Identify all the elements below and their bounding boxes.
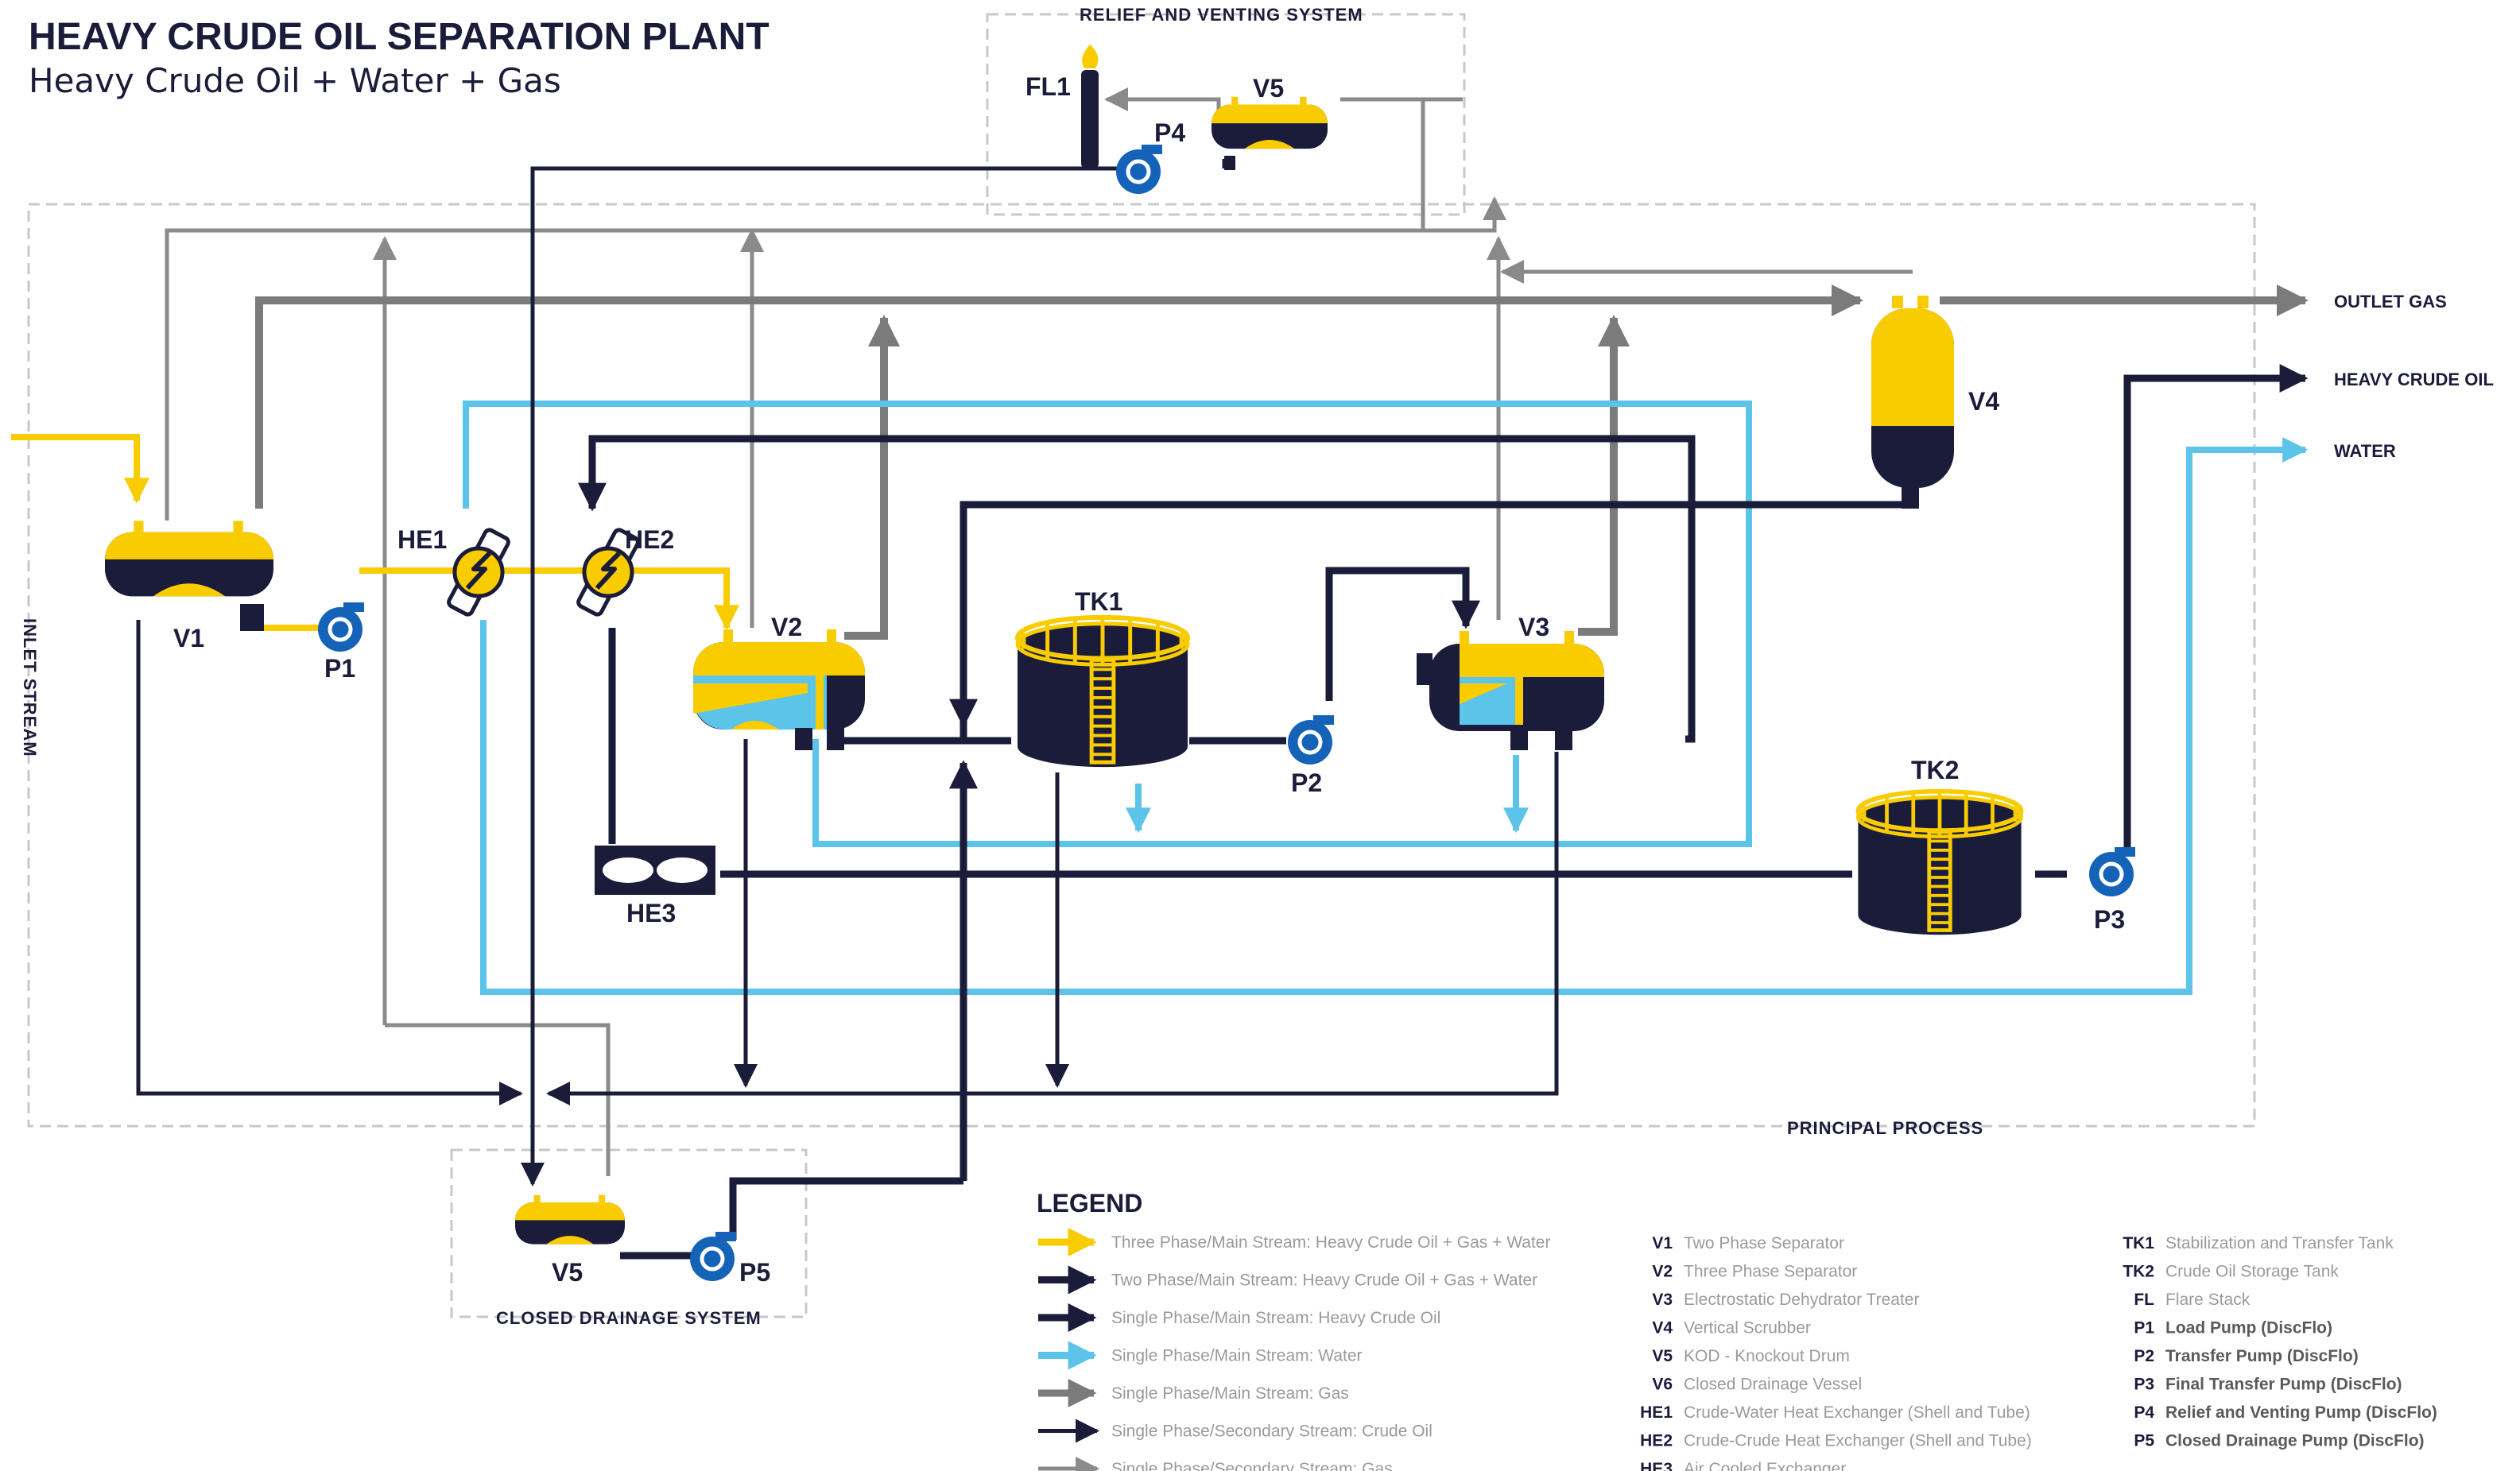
legend-equipment-name: Closed Drainage Vessel: [1684, 1376, 1862, 1394]
legend-equipment-name: Flare Stack: [2165, 1291, 2251, 1309]
he1-label: HE1: [397, 525, 447, 554]
legend-equipment-code: HE3: [1640, 1460, 1673, 1471]
v4-label: V4: [1968, 387, 1999, 416]
legend-equipment-code: V3: [1652, 1291, 1673, 1309]
legend-equipment-code: P4: [2134, 1403, 2154, 1422]
legend-equipment-name: KOD - Knockout Drum: [1684, 1347, 1850, 1365]
outlet-gas-label: OUTLET GAS: [2334, 292, 2447, 312]
legend-equipment-name: Electrostatic Dehydrator Treater: [1684, 1291, 1919, 1309]
legend-stream-label: Single Phase/Main Stream: Heavy Crude Oi…: [1111, 1309, 1440, 1327]
page-subtitle: Heavy Crude Oil + Water + Gas: [29, 61, 561, 100]
water-lines: [463, 401, 2309, 995]
principal-process-boundary: [27, 203, 2256, 1128]
legend-stream-label: Three Phase/Main Stream: Heavy Crude Oil…: [1111, 1233, 1550, 1252]
legend-equipment-name: Closed Drainage Pump (DiscFlo): [2165, 1432, 2425, 1450]
legend-equipment-name: Crude Oil Storage Tank: [2165, 1263, 2339, 1281]
legend-equipment-code: HE2: [1640, 1432, 1673, 1450]
oil-secondary-lines: [136, 159, 1559, 1186]
v3-label: V3: [1518, 613, 1549, 641]
v4-scrubber[interactable]: [1871, 296, 1954, 509]
legend-equipment-name: Stabilization and Transfer Tank: [2165, 1234, 2394, 1252]
legend-equipment-code: P1: [2134, 1319, 2154, 1337]
heavy-crude-oil-label: HEAVY CRUDE OIL: [2334, 370, 2494, 389]
v5-top-label: V5: [1253, 74, 1284, 103]
legend-equipment-code: P3: [2134, 1376, 2154, 1394]
legend-heading: LEGEND: [1037, 1189, 1142, 1217]
p1-label: P1: [324, 654, 355, 683]
v3-treater[interactable]: [1417, 631, 1604, 750]
legend-equipment-code: V4: [1652, 1319, 1673, 1337]
tk2-label: TK2: [1911, 756, 1959, 784]
legend-stream-label: Single Phase/Secondary Stream: Gas: [1111, 1460, 1393, 1471]
fl1-flare-stack[interactable]: [1081, 45, 1099, 168]
legend-equipment-code: TK2: [2123, 1263, 2154, 1281]
legend-equipment-code: V2: [1652, 1263, 1673, 1281]
legend-equipment-code: V1: [1652, 1234, 1673, 1252]
fl1-label: FL1: [1025, 72, 1071, 101]
page-title: HEAVY CRUDE OIL SEPARATION PLANT: [29, 16, 770, 58]
oil-main-lines: [578, 364, 2309, 1260]
legend-equipment-name: Load Pump (DiscFlo): [2165, 1319, 2332, 1337]
legend-equipment-code: HE1: [1640, 1403, 1673, 1422]
legend-equipment-name: Transfer Pump (DiscFlo): [2165, 1347, 2359, 1365]
legend-stream-label: Single Phase/Main Stream: Gas: [1111, 1384, 1349, 1403]
p3-pump[interactable]: [2089, 847, 2135, 896]
legend: LEGEND Three Phase/Main Stream: Heavy Cr…: [1037, 1189, 2437, 1471]
legend-equipment-code: V6: [1652, 1376, 1673, 1394]
tk1-label: TK1: [1075, 587, 1122, 616]
legend-equipment-name: Two Phase Separator: [1684, 1234, 1844, 1252]
drainage-system-label: CLOSED DRAINAGE SYSTEM: [496, 1308, 762, 1328]
legend-equipment-name: Crude-Water Heat Exchanger (Shell and Tu…: [1684, 1403, 2030, 1422]
he3-label: HE3: [626, 899, 676, 927]
water-label: WATER: [2334, 441, 2396, 461]
p4-label: P4: [1154, 118, 1185, 147]
tk1-tank[interactable]: [1018, 617, 1188, 767]
p3-label: P3: [2094, 905, 2125, 934]
relief-system-boundary: [986, 13, 1466, 216]
p2-pump[interactable]: [1288, 715, 1334, 765]
he2-label: HE2: [625, 525, 674, 554]
legend-equipment-name: Three Phase Separator: [1684, 1263, 1857, 1281]
legend-equipment-code: P5: [2134, 1432, 2154, 1450]
legend-equipment-code: TK1: [2123, 1234, 2154, 1252]
v5-bottom-label: V5: [552, 1258, 583, 1287]
legend-equipment-name: Vertical Scrubber: [1684, 1319, 1811, 1337]
legend-equipment-name: Relief and Venting Pump (DiscFlo): [2165, 1403, 2437, 1422]
p5-label: P5: [739, 1258, 770, 1287]
tk2-tank[interactable]: [1858, 792, 2021, 935]
legend-equipment-name: Final Transfer Pump (DiscFlo): [2165, 1376, 2402, 1394]
p1-pump[interactable]: [318, 602, 364, 652]
relief-system-label: RELIEF AND VENTING SYSTEM: [1080, 5, 1363, 25]
he3-air-cooler[interactable]: [595, 846, 715, 895]
v5-knockout-drum[interactable]: [1212, 96, 1328, 170]
v2-separator[interactable]: [693, 629, 865, 750]
p2-label: P2: [1291, 768, 1322, 797]
legend-equipment-code: FL: [2134, 1291, 2154, 1309]
legend-equipment-name: Crude-Crude Heat Exchanger (Shell and Tu…: [1684, 1432, 2032, 1450]
legend-stream-label: Two Phase/Main Stream: Heavy Crude Oil +…: [1111, 1272, 1537, 1290]
legend-stream-label: Single Phase/Main Stream: Water: [1111, 1347, 1363, 1365]
v1-separator[interactable]: [105, 521, 273, 631]
gas-main-lines: [255, 285, 2309, 640]
legend-stream-label: Single Phase/Secondary Stream: Crude Oil: [1111, 1423, 1433, 1441]
legend-equipment-code: P2: [2134, 1347, 2154, 1365]
v6-drainage-vessel[interactable]: [515, 1194, 625, 1245]
inlet-stream-label: INLET STREAM: [20, 618, 40, 757]
principal-process-label: PRINCIPAL PROCESS: [1787, 1118, 1983, 1138]
legend-equipment-code: V5: [1652, 1347, 1673, 1365]
p4-pump[interactable]: [1116, 145, 1162, 194]
v1-label: V1: [173, 624, 204, 652]
drainage-system-boundary: [450, 1148, 808, 1318]
p5-pump[interactable]: [690, 1232, 736, 1281]
he1-heat-exchanger[interactable]: [448, 528, 510, 616]
legend-equipment-name: Air Cooled Exchanger: [1684, 1460, 1846, 1471]
v2-label: V2: [771, 613, 802, 641]
